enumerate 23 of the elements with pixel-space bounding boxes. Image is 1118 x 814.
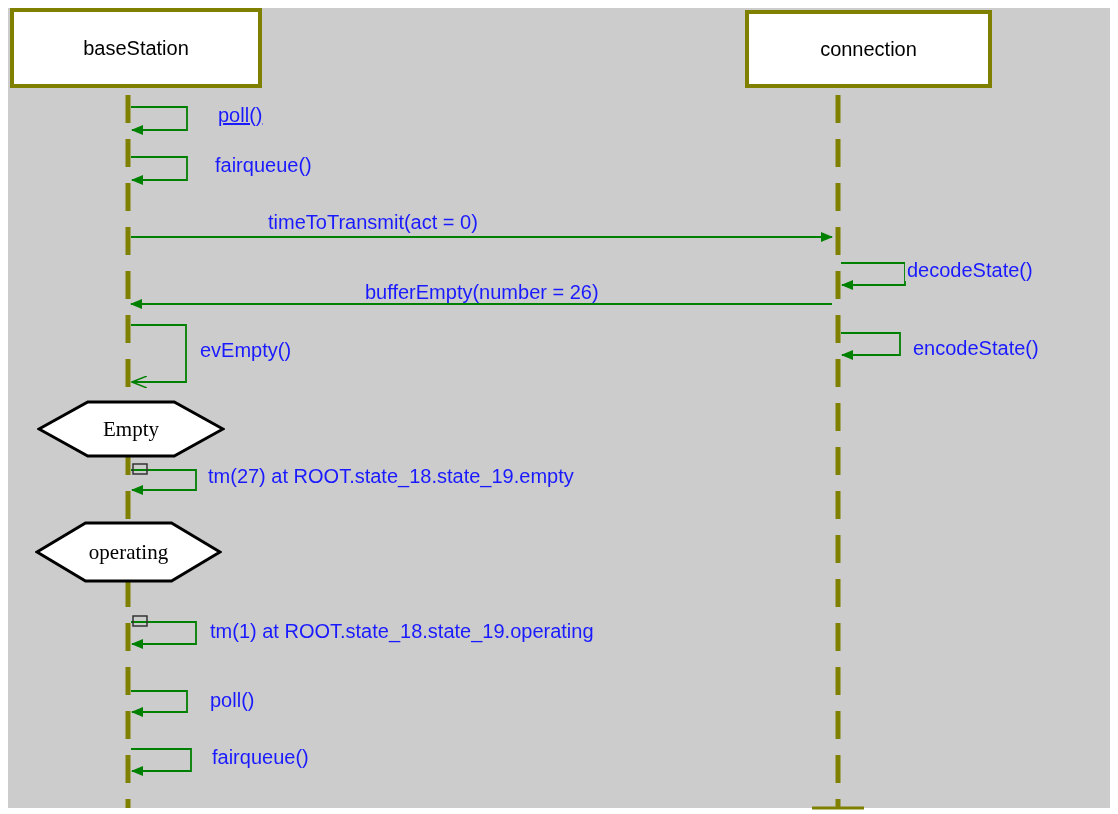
- message-arrow: [130, 232, 833, 242]
- edge-label: decodeState(): [905, 259, 1035, 281]
- self-message-arrow: [130, 748, 192, 776]
- self-message-arrow: [130, 621, 197, 649]
- message-arrow: [130, 299, 833, 309]
- edge-label: encodeState(): [911, 337, 1041, 359]
- edge-label: poll(): [208, 689, 257, 711]
- edge-label: bufferEmpty(number = 26): [363, 281, 601, 303]
- self-message-arrow: [130, 324, 187, 389]
- edge-label: tm(1) at ROOT.state_18.state_19.operating: [208, 620, 596, 642]
- self-message-arrow: [130, 469, 197, 495]
- edge-label: poll(): [216, 104, 265, 126]
- edge-label: fairqueue(): [210, 746, 311, 768]
- self-message-arrow: [130, 156, 188, 185]
- edge-label: tm(27) at ROOT.state_18.state_19.empty: [206, 465, 576, 487]
- self-message-arrow: [840, 262, 906, 290]
- edge-label: timeToTransmit(act = 0): [266, 211, 480, 233]
- self-message-arrow: [130, 106, 188, 135]
- edge-label: fairqueue(): [213, 154, 314, 176]
- self-message-arrow: [840, 332, 901, 360]
- lifeline-header: baseStation: [10, 8, 262, 88]
- lifeline-header: connection: [745, 10, 992, 88]
- self-message-arrow: [130, 690, 188, 717]
